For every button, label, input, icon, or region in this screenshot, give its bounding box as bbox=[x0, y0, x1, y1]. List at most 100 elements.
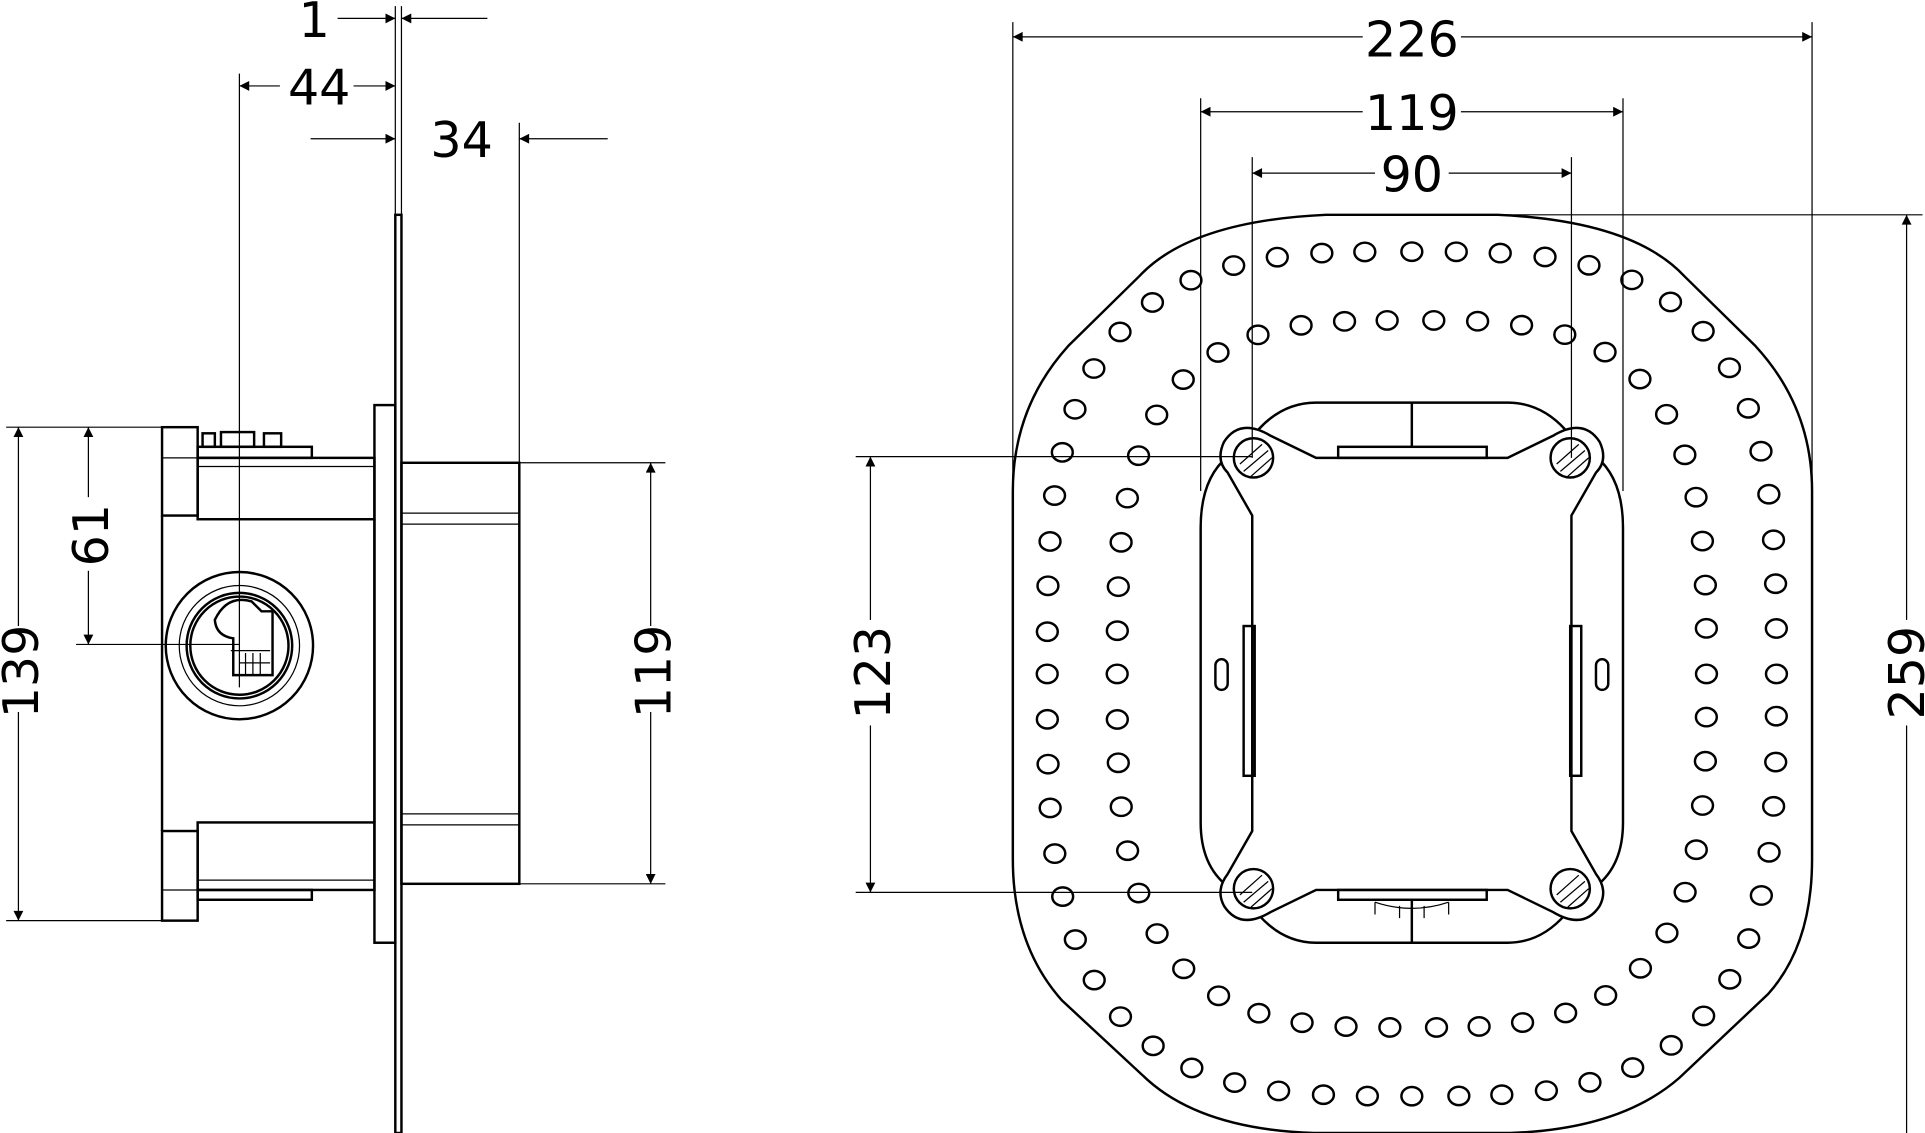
mounting-plate-outline bbox=[1011, 213, 1814, 1133]
mounting-hole bbox=[1693, 750, 1718, 772]
screw-top-left bbox=[1232, 436, 1275, 479]
mounting-hole bbox=[1424, 1016, 1449, 1038]
mounting-hole bbox=[1534, 1080, 1559, 1102]
mounting-hole bbox=[1246, 324, 1270, 346]
mounting-hole bbox=[1266, 1080, 1291, 1102]
mounting-hole bbox=[1764, 705, 1788, 727]
mounting-hole bbox=[1355, 1085, 1380, 1107]
mounting-hole bbox=[1109, 796, 1133, 818]
mounting-hole bbox=[1375, 309, 1399, 331]
dim-front-height: 119 bbox=[624, 625, 682, 719]
mounting-hole bbox=[1737, 928, 1761, 949]
mounting-hole bbox=[1488, 242, 1512, 264]
mounting-hole bbox=[1444, 241, 1468, 263]
mounting-hole bbox=[1658, 291, 1683, 313]
mounting-hole bbox=[1593, 341, 1617, 363]
mounting-hole bbox=[1353, 241, 1377, 263]
side-view bbox=[160, 213, 521, 1133]
mounting-hole bbox=[1736, 397, 1760, 419]
mounting-hole bbox=[1106, 752, 1130, 774]
mounting-hole bbox=[1172, 958, 1196, 980]
mounting-hole bbox=[1332, 310, 1357, 332]
dim-front-projection: 34 bbox=[430, 111, 492, 169]
mounting-hole bbox=[1694, 617, 1719, 639]
mounting-bracket bbox=[1219, 426, 1605, 922]
mounting-hole bbox=[1247, 1002, 1271, 1024]
screw-bottom-left bbox=[1232, 867, 1275, 910]
mounting-hole bbox=[1051, 886, 1075, 908]
mounting-hole bbox=[1691, 1005, 1716, 1027]
mounting-hole bbox=[1690, 530, 1715, 552]
dim-screw-spacing-v: 123 bbox=[844, 626, 902, 720]
front-view-dimensions: 226 119 90 123 259 bbox=[844, 10, 1925, 1133]
mounting-hole bbox=[1690, 795, 1715, 816]
mounting-hole bbox=[1757, 483, 1781, 505]
mounting-hole bbox=[1222, 255, 1246, 276]
mounting-hole bbox=[1206, 985, 1231, 1007]
mounting-hole bbox=[1467, 1016, 1491, 1037]
mounting-hole bbox=[1422, 309, 1446, 331]
dim-screw-spacing-h: 90 bbox=[1381, 145, 1443, 203]
mounting-hole bbox=[1447, 1085, 1471, 1107]
mounting-hole bbox=[1036, 575, 1060, 597]
mounting-hole bbox=[1490, 1084, 1514, 1106]
mounting-hole bbox=[1764, 618, 1788, 639]
dim-plate-height: 259 bbox=[1878, 626, 1925, 720]
mounting-hole bbox=[1620, 269, 1644, 291]
mounting-hole bbox=[1171, 369, 1195, 390]
mounting-hole bbox=[1577, 254, 1601, 276]
mounting-hole bbox=[1106, 576, 1130, 598]
mounting-hole bbox=[1289, 314, 1313, 336]
mounting-hole bbox=[1063, 929, 1087, 950]
mounting-hole bbox=[1334, 1016, 1358, 1038]
mounting-hole bbox=[1082, 358, 1106, 379]
dim-total-height: 139 bbox=[0, 625, 50, 719]
mounting-hole bbox=[1673, 444, 1697, 466]
mounting-hole bbox=[1290, 1012, 1314, 1034]
mounting-hole bbox=[1141, 1035, 1165, 1057]
mounting-hole bbox=[1050, 441, 1074, 463]
mounting-hole bbox=[1628, 368, 1652, 390]
mounting-hole bbox=[1105, 620, 1129, 642]
mounting-hole bbox=[1400, 1085, 1424, 1107]
mounting-hole bbox=[1179, 269, 1203, 291]
mounting-hole bbox=[1594, 984, 1618, 1006]
mounting-hole bbox=[1036, 753, 1060, 775]
mounting-hole bbox=[1378, 1016, 1402, 1038]
mounting-hole bbox=[1035, 621, 1059, 643]
mounting-hole bbox=[1108, 1006, 1133, 1028]
mounting-hole bbox=[1628, 957, 1653, 979]
dim-pipe-axis-depth: 44 bbox=[288, 58, 350, 116]
mounting-hole bbox=[1223, 1072, 1247, 1093]
mounting-hole bbox=[1126, 445, 1151, 467]
mounting-hole bbox=[1510, 1012, 1535, 1033]
mounting-hole bbox=[1694, 706, 1719, 728]
mounting-hole bbox=[1693, 574, 1718, 596]
mounting-hole bbox=[1082, 969, 1106, 991]
mounting-hole bbox=[1400, 241, 1424, 263]
mounting-hole bbox=[1311, 1084, 1336, 1106]
mounting-hole bbox=[1764, 751, 1788, 773]
front-body bbox=[400, 461, 521, 886]
mounting-hole bbox=[1265, 246, 1289, 268]
mounting-hole bbox=[1109, 531, 1133, 553]
mounting-hole bbox=[1140, 292, 1165, 313]
mounting-hole bbox=[1533, 246, 1557, 268]
mounting-holes bbox=[1035, 241, 1789, 1107]
mounting-hole bbox=[1655, 922, 1679, 944]
mounting-hole bbox=[1038, 531, 1062, 552]
housing-outline bbox=[1199, 401, 1625, 944]
mounting-hole bbox=[1115, 487, 1140, 509]
top-pipe-block bbox=[160, 425, 199, 517]
mounting-hole bbox=[1465, 310, 1490, 332]
dim-housing-width: 119 bbox=[1365, 84, 1459, 142]
mounting-hole bbox=[1310, 242, 1334, 264]
mounting-hole bbox=[1749, 440, 1773, 462]
mounting-hole bbox=[1115, 840, 1140, 862]
mounting-hole bbox=[1042, 485, 1067, 506]
mounting-hole bbox=[1621, 1057, 1645, 1079]
mounting-hole bbox=[1063, 398, 1087, 420]
mounting-hole bbox=[1105, 663, 1129, 685]
mounting-hole bbox=[1761, 795, 1786, 817]
